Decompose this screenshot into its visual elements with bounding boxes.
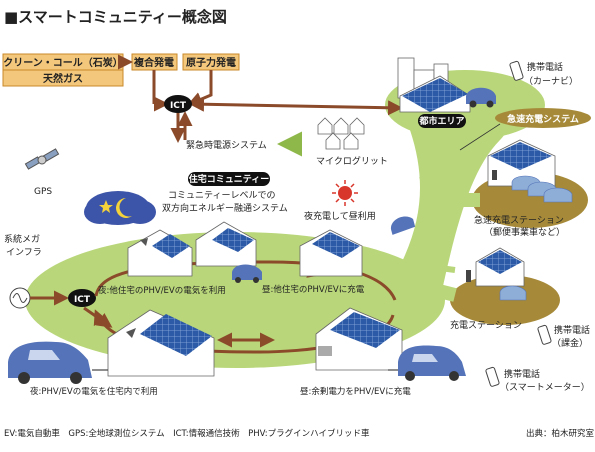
mobile-billing: 携帯電話 （課金） (537, 324, 590, 349)
mega-infra-line1: 系統メガ (4, 233, 40, 245)
car-navi-line2: （カーナビ） (524, 76, 578, 87)
housing-desc-line1: コミュニティーレベルでの (168, 190, 275, 201)
lamp-icon (126, 328, 136, 338)
phone-icon (537, 324, 552, 345)
day-surplus-label: 昼:余剰電力をPHV/EVに充電 (300, 386, 411, 397)
rapid-charge-station: 急速充電ステーション （郵便事業車など） (474, 139, 573, 238)
rapid-charge-system: 急速充電システム (459, 108, 591, 151)
mobile-smart-meter: 携帯電話 （スマートメーター） (485, 366, 590, 393)
phone-icon (485, 366, 500, 387)
lamp-icon (140, 238, 148, 246)
housing-community-badge: 住宅コミュニティー (189, 173, 269, 185)
housing-community: 住宅コミュニティー コミュニティーレベルでの 双方向エネルギー融通システム (162, 172, 288, 214)
green-connectors (419, 172, 456, 273)
car-navi-line1: 携帯電話 (527, 61, 563, 73)
phone-icon (509, 60, 524, 81)
natural-gas-label: 天然ガス (43, 72, 83, 85)
ict-label-bottom: ICT (74, 295, 91, 305)
star-icon (99, 200, 113, 213)
ict-node-bottom: ICT (68, 289, 96, 307)
system-mega-infra: 系統メガ インフラ (4, 233, 69, 309)
micro-grid-label: マイクログリット (316, 155, 388, 167)
night-other-homes-label: 夜:他住宅のPHV/EVの電気を利用 (98, 285, 226, 296)
emergency-power-label: 緊急時電源システム (186, 139, 267, 151)
combined-cycle-label: 複合発電 (133, 56, 174, 69)
mega-infra-line2: インフラ (6, 247, 42, 258)
natural-gas-box (2, 69, 124, 87)
housing-desc-line2: 双方向エネルギー融通システム (162, 202, 288, 214)
energy-sources: クリーン・コール（石炭） 天然ガス 複合発電 原子力発電 (2, 53, 240, 87)
nuclear-label: 原子力発電 (186, 56, 236, 69)
ict-node-top: ICT (164, 95, 192, 113)
day-other-homes-label: 昼:他住宅のPHV/EVに充電 (262, 284, 365, 295)
appliance-icon (318, 346, 332, 356)
night-charge-day-use-label: 夜充電して昼利用 (304, 210, 376, 222)
city-area-label: 都市エリア (418, 115, 464, 127)
upper-houses (127, 221, 363, 283)
city-area: 都市エリア (397, 57, 496, 128)
mobile-car-navi: 携帯電話 （カーナビ） (509, 60, 578, 87)
smart-meter-line1: 携帯電話 (504, 368, 540, 380)
billing-line1: 携帯電話 (554, 324, 590, 336)
ev-car-icon (390, 216, 416, 235)
large-ev-cars (8, 341, 466, 384)
smart-meter-line2: （スマートメーター） (500, 382, 590, 393)
footnote: EV:電気自動車 GPS:全地球測位システム ICT:情報通信技術 PHV:プラ… (4, 428, 370, 439)
moon-icon (115, 198, 132, 219)
micro-grid-houses: マイクログリット (316, 117, 388, 167)
page-title: ■スマートコミュニティー概念図 (4, 8, 227, 26)
rapid-station-line2: （郵便事業車など） (484, 226, 565, 238)
clean-coal-label: クリーン・コール（石炭） (3, 56, 123, 69)
billing-line2: （課金） (552, 337, 588, 349)
source-credit: 出典：柏木研究室 (526, 428, 595, 439)
source-arrows (118, 54, 403, 143)
night-cloud (84, 191, 156, 225)
ict-label-top: ICT (170, 101, 187, 111)
charge-station: 充電ステーション (450, 247, 527, 331)
charge-station-label: 充電ステーション (450, 319, 522, 331)
sun-icon (332, 180, 358, 206)
gps-label: GPS (34, 187, 52, 197)
gps-satellite: GPS (24, 148, 60, 197)
lower-houses (107, 307, 403, 377)
rapid-charge-system-label: 急速充電システム (507, 113, 579, 125)
ev-car-icon (232, 264, 262, 280)
rapid-station-line1: 急速充電ステーション (474, 214, 564, 226)
night-own-home-label: 夜:PHV/EVの電気を住宅内で利用 (30, 386, 158, 397)
